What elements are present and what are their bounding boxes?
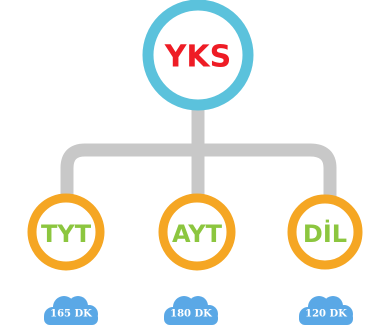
child-node-dil: DİL: [287, 194, 363, 270]
duration-label-dil: 120 DK: [305, 309, 347, 320]
cloud-icon: [44, 296, 98, 325]
cloud-dil: 120 DK: [299, 296, 353, 325]
child-label-tyt: TYT: [41, 220, 92, 248]
child-node-ayt: AYT: [158, 193, 236, 271]
cloud-ayt: 180 DK: [164, 296, 218, 325]
root-ring: [142, 0, 254, 111]
root-node: YKS: [142, 0, 254, 111]
child-node-tyt: TYT: [27, 193, 105, 271]
cloud-icon: [299, 296, 353, 325]
duration-label-tyt: 165 DK: [50, 309, 92, 320]
child-label-dil: DİL: [303, 219, 347, 248]
child-ring-ayt: [158, 193, 236, 271]
child-ring-tyt: [27, 193, 105, 271]
cloud-tyt: 165 DK: [44, 296, 98, 325]
duration-label-ayt: 180 DK: [170, 309, 212, 320]
child-ring-dil: [287, 194, 363, 270]
child-label-ayt: AYT: [172, 220, 223, 248]
cloud-icon: [164, 296, 218, 325]
root-label: YKS: [164, 40, 232, 75]
connector-lines: [60, 103, 337, 203]
